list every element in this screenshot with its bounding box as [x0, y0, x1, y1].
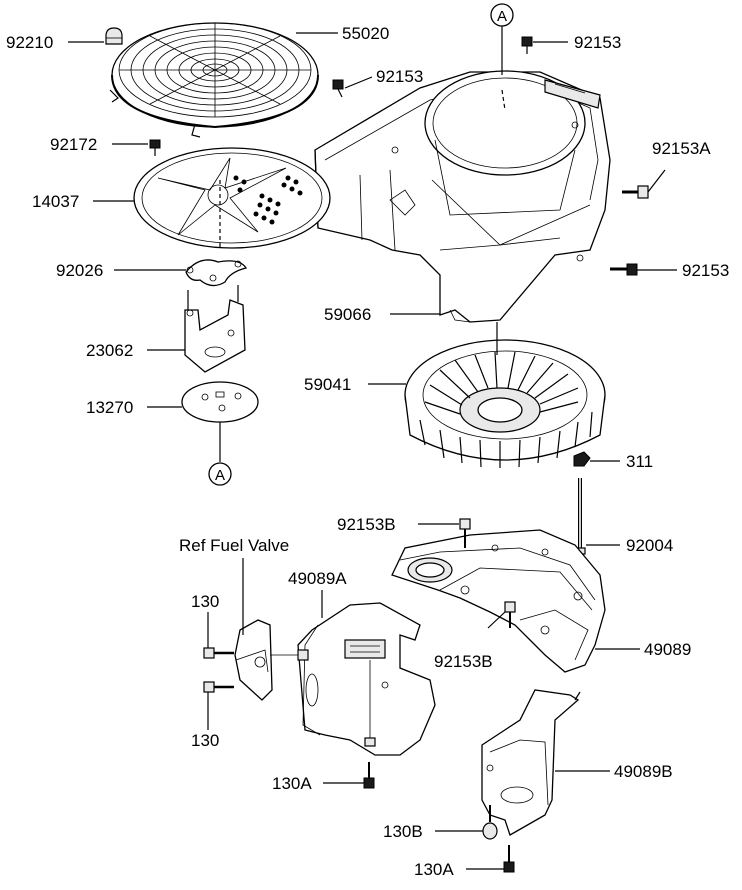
screw-92153B-low-icon — [504, 601, 516, 628]
screw-92153-top-icon — [521, 36, 533, 54]
callout-92153-top: 92153 — [574, 33, 621, 52]
callout-92153B-top: 92153B — [337, 515, 396, 534]
screw-92172-icon — [149, 139, 161, 156]
callout-55020: 55020 — [342, 24, 389, 43]
callout-ref-fuel-valve: Ref Fuel Valve — [179, 536, 289, 555]
baffle-49089 — [391, 529, 606, 673]
fan-screen-55020 — [109, 22, 319, 138]
plate-92026 — [185, 259, 248, 287]
callout-130-top: 130 — [191, 592, 219, 611]
callout-92153A: 92153A — [652, 139, 711, 158]
fuel-valve-bracket — [234, 619, 309, 701]
flywheel-59041 — [404, 339, 606, 468]
callout-59041: 59041 — [304, 375, 351, 394]
callout-130A-bottom: 130A — [414, 860, 454, 879]
marker-a-left-label: A — [215, 467, 225, 484]
nut-311-icon — [573, 451, 591, 467]
callout-49089B: 49089B — [614, 762, 673, 781]
marker-a-top-label: A — [497, 8, 507, 25]
callout-130A-left: 130A — [272, 774, 312, 793]
callout-92153B-low: 92153B — [434, 652, 493, 671]
callout-92210: 92210 — [6, 33, 53, 52]
screw-130B-icon — [482, 805, 498, 840]
callout-92153-mid: 92153 — [376, 67, 423, 86]
callout-14037: 14037 — [32, 192, 79, 211]
rotating-screen-14037 — [133, 147, 331, 249]
callout-49089A: 49089A — [288, 569, 347, 588]
fan-housing-59066 — [314, 70, 611, 323]
callout-13270: 13270 — [86, 398, 133, 417]
callout-92172: 92172 — [50, 135, 97, 154]
marker-a-top: A — [490, 3, 514, 27]
callout-130B: 130B — [383, 822, 423, 841]
marker-a-left: A — [208, 462, 232, 486]
screw-130A-bottom-icon — [503, 845, 515, 873]
screw-130A-left-icon — [363, 762, 375, 789]
callout-92026: 92026 — [56, 261, 103, 280]
screw-92153-right-icon — [610, 263, 638, 276]
leader-lines — [68, 24, 677, 870]
baffle-49089B — [481, 689, 581, 836]
screw-92153-mid-icon — [332, 79, 344, 98]
bracket-23062 — [184, 285, 246, 373]
screw-92153B-top-icon — [459, 518, 471, 548]
nut-92210-icon — [105, 27, 123, 45]
screw-130-top-icon — [203, 647, 234, 659]
baffle-49089A — [297, 602, 436, 756]
callout-130-bottom: 130 — [191, 731, 219, 750]
callout-92004: 92004 — [626, 536, 673, 555]
disc-13270 — [181, 381, 259, 423]
callout-311: 311 — [626, 452, 653, 471]
callout-92153-right: 92153 — [682, 261, 729, 280]
callout-59066: 59066 — [324, 305, 371, 324]
callout-23062: 23062 — [86, 341, 133, 360]
screw-92153A-icon — [622, 185, 649, 199]
callout-49089: 49089 — [644, 640, 691, 659]
screw-130-bottom-icon — [203, 681, 234, 693]
